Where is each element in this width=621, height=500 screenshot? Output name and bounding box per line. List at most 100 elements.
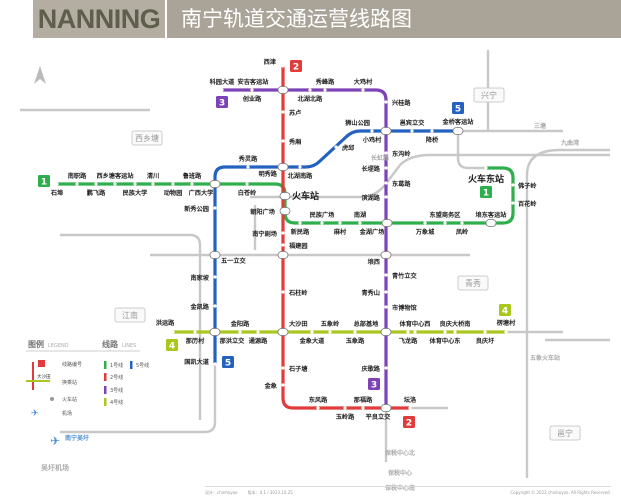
legend-train-icon (50, 397, 54, 401)
station-label: 体育中心西 (400, 320, 431, 328)
interchange-marker (380, 127, 392, 135)
legend-sample-station: 大沙田 (37, 373, 51, 380)
station-label: 创业路 (242, 95, 262, 103)
station-marker (133, 182, 137, 186)
interchange-marker (277, 86, 289, 94)
line-badge-number: 1 (483, 189, 489, 199)
station-marker (281, 383, 285, 387)
title-en: NANNING (33, 0, 165, 38)
station-marker (213, 362, 217, 366)
station-marker (281, 366, 285, 370)
station-marker (75, 182, 79, 186)
station-label: 五象岭 (321, 320, 340, 328)
station-marker (220, 88, 224, 92)
station-label: 朝阳广场 (250, 208, 275, 216)
station-marker (384, 100, 388, 104)
station-label: 新民路 (291, 228, 310, 236)
station-marker (193, 330, 197, 334)
line-badge-number: 3 (219, 99, 225, 109)
station-marker (384, 305, 388, 309)
station-label: 火车东站 (468, 173, 504, 185)
station-label: 降桥 (426, 136, 439, 144)
station-label: 石柱岭 (288, 289, 308, 297)
station-marker (281, 231, 285, 235)
station-marker (384, 290, 388, 294)
station-label: 广西大学 (189, 189, 214, 197)
station-label: 新秀公园 (184, 205, 209, 213)
station-marker (55, 182, 59, 186)
district-label: 兴宁 (481, 90, 497, 100)
station-marker (316, 406, 320, 410)
planned-line (250, 153, 610, 199)
station-marker (460, 221, 464, 225)
station-label: 体育中心东 (430, 337, 461, 345)
station-marker (308, 88, 312, 92)
stations (55, 64, 515, 412)
station-marker (334, 145, 338, 149)
interchange-marker (381, 219, 393, 227)
line-badge (38, 175, 50, 187)
interchange-marker (279, 192, 291, 200)
station-marker (384, 151, 388, 155)
legend-lines-title: 线路 (102, 339, 119, 349)
station-marker (370, 129, 374, 133)
station-marker (281, 64, 285, 68)
legend-line-label: 5号线 (136, 362, 149, 369)
legend-line-swatch (104, 373, 107, 381)
interchange-marker (279, 207, 291, 215)
interchange-marker (277, 251, 289, 259)
planned-line (525, 148, 610, 176)
station-marker (94, 182, 98, 186)
station-marker (245, 182, 249, 186)
line-badge (452, 102, 464, 114)
line-badge-number: 3 (371, 381, 377, 391)
line-badge (368, 378, 380, 390)
station-marker (281, 290, 285, 294)
station-label: 苏卢 (289, 109, 301, 117)
airplane-icon: ✈ (31, 409, 39, 419)
station-label: 北湖北路 (298, 95, 324, 103)
legend-line-swatch (104, 361, 107, 369)
station-label: 金凯路 (189, 303, 209, 311)
station-marker (384, 181, 388, 185)
legend-line-swatch (130, 361, 133, 369)
legend-line-label: 3号线 (110, 387, 123, 394)
interchange-marker (277, 328, 289, 336)
interchange-marker (485, 219, 497, 227)
station-label: 鹏飞路 (87, 189, 106, 197)
station-label: 石埠 (50, 189, 64, 197)
station-marker (408, 406, 412, 410)
station-label: 虎邱 (342, 144, 355, 152)
district-label: 江南 (122, 310, 138, 320)
station-marker (298, 221, 302, 225)
station-label: 那福路 (354, 396, 373, 404)
legend-item: 火车站 (62, 396, 77, 403)
station-label: 那洪立交 (220, 337, 246, 345)
station-label: 金桥客运站 (442, 118, 475, 126)
title-cn: 南宁轨道交通运营线路图 (167, 0, 621, 38)
district-box (457, 275, 489, 291)
station-marker (384, 166, 388, 170)
interchange-marker (380, 404, 392, 412)
planned-station-label: 保税中心 (387, 469, 412, 477)
station-marker (281, 139, 285, 143)
district-box (549, 425, 581, 441)
interchange-marker (209, 328, 221, 336)
station-marker (171, 330, 175, 334)
station-label: 佛子岭 (517, 182, 537, 190)
station-label: 洪运路 (156, 319, 175, 327)
station-marker (406, 330, 410, 334)
line-badge (480, 186, 492, 198)
station-marker (384, 273, 388, 277)
line-badge (403, 416, 415, 428)
station-marker (238, 330, 242, 334)
station-marker (353, 330, 357, 334)
station-label: 秀灵路 (238, 155, 258, 163)
station-marker (171, 182, 175, 186)
station-label: 良庆大桥南 (440, 320, 471, 328)
station-marker (483, 330, 487, 334)
station-marker (358, 221, 362, 225)
legend-line-label: 2号线 (110, 374, 123, 381)
footer-design: 设计：chinhoyoo (205, 490, 238, 495)
